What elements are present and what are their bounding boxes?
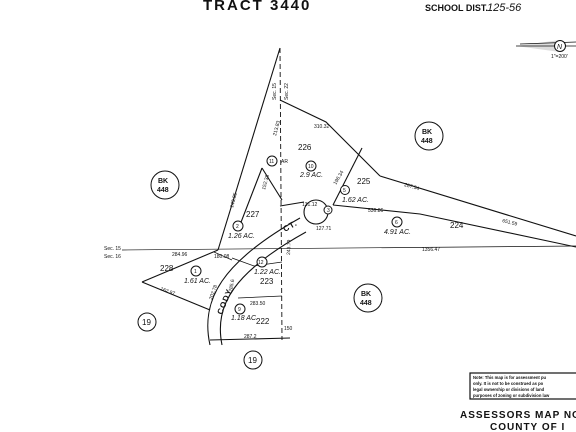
svg-text:5: 5 bbox=[343, 188, 346, 194]
svg-text:legal ownership or divisions o: legal ownership or divisions of land bbox=[473, 387, 545, 392]
parcel-223: 12 1.22 AC. 223 bbox=[254, 256, 281, 286]
svg-text:1.61 AC.: 1.61 AC. bbox=[184, 278, 211, 285]
svg-text:223: 223 bbox=[260, 277, 274, 286]
road-type: CT. bbox=[282, 218, 299, 233]
svg-text:283.50: 283.50 bbox=[250, 301, 266, 307]
north-arrow-icon: N 1"=200' bbox=[516, 40, 576, 60]
svg-text:180.08: 180.08 bbox=[214, 254, 230, 260]
book-ref-left: BK 448 bbox=[150, 170, 180, 200]
svg-text:162.97: 162.97 bbox=[159, 286, 176, 297]
map-scale: 1"=200' bbox=[551, 54, 568, 60]
book-number: 448 bbox=[157, 187, 169, 194]
svg-text:224: 224 bbox=[450, 221, 464, 230]
svg-text:2: 2 bbox=[236, 224, 239, 230]
book-label: BK bbox=[422, 129, 432, 136]
parcel-boundaries bbox=[141, 47, 576, 341]
svg-text:287.54: 287.54 bbox=[403, 182, 420, 192]
parcel-227: 227 2 1.26 AC. bbox=[228, 210, 260, 240]
dimension-labels: 310.32 287.54 536.86 651.59 284.96 1356.… bbox=[159, 120, 518, 340]
svg-text:2.9 AC.: 2.9 AC. bbox=[299, 172, 323, 179]
svg-text:143.85: 143.85 bbox=[229, 192, 239, 209]
svg-text:287.2: 287.2 bbox=[244, 334, 257, 340]
school-district-value: 125-56 bbox=[487, 2, 522, 14]
svg-text:1.18 AC.: 1.18 AC. bbox=[231, 315, 258, 322]
svg-text:10: 10 bbox=[308, 164, 314, 170]
svg-text:Sec. 15: Sec. 15 bbox=[272, 83, 278, 100]
svg-text:Sec. 16: Sec. 16 bbox=[104, 254, 121, 260]
svg-text:12: 12 bbox=[258, 260, 264, 266]
book-label: BK bbox=[158, 178, 168, 185]
parcel-228: 228 1 1.61 AC. bbox=[160, 264, 211, 285]
section-labels: Sec. 15 Sec. 22 Sec. 15 Sec. 16 bbox=[104, 83, 290, 260]
svg-text:Sec. 22: Sec. 22 bbox=[284, 83, 290, 100]
book-ref-top-right: BK 448 bbox=[414, 121, 444, 151]
section-line-horizontal bbox=[121, 245, 576, 251]
svg-text:131.12: 131.12 bbox=[302, 202, 318, 208]
north-symbol: N bbox=[557, 44, 563, 51]
book-number: 448 bbox=[360, 300, 372, 307]
svg-text:19: 19 bbox=[248, 356, 257, 365]
lot-11: 11 AR bbox=[266, 155, 288, 167]
footer-county: COUNTY OF I bbox=[490, 422, 565, 432]
parcel-226: 226 10 2.9 AC. bbox=[298, 143, 323, 179]
school-district-label: SCHOOL DIST. bbox=[425, 3, 488, 13]
svg-text:285.6: 285.6 bbox=[228, 279, 236, 293]
svg-text:226: 226 bbox=[298, 143, 312, 152]
parcel-224: 224 6 4.91 AC. bbox=[384, 216, 464, 236]
svg-text:9: 9 bbox=[238, 307, 241, 313]
footer-map-number: ASSESSORS MAP NO bbox=[460, 410, 576, 421]
neighbor-19-bottom: 19 bbox=[243, 350, 263, 370]
svg-text:1.26 AC.: 1.26 AC. bbox=[228, 233, 255, 240]
parcel-222: 9 1.18 AC. 222 bbox=[231, 303, 270, 326]
svg-text:243.79: 243.79 bbox=[286, 239, 293, 255]
svg-text:only. It is not to be construe: only. It is not to be construed as po bbox=[473, 381, 544, 386]
svg-text:150: 150 bbox=[284, 326, 293, 332]
svg-text:228: 228 bbox=[160, 264, 174, 273]
book-label: BK bbox=[361, 291, 371, 298]
svg-text:127.71: 127.71 bbox=[316, 226, 332, 232]
svg-text:11: 11 bbox=[269, 159, 274, 165]
svg-text:3: 3 bbox=[327, 208, 330, 214]
svg-text:purposes of zoning or subdivis: purposes of zoning or subdivision law bbox=[473, 393, 550, 398]
svg-text:651.59: 651.59 bbox=[502, 218, 519, 228]
section-line-vertical bbox=[279, 47, 283, 341]
svg-text:Sec. 15: Sec. 15 bbox=[104, 246, 121, 252]
assessment-note: Note: This map is for assessment pu only… bbox=[469, 372, 576, 400]
svg-text:202.78: 202.78 bbox=[208, 284, 219, 301]
svg-text:1: 1 bbox=[194, 269, 197, 275]
svg-text:152.38: 152.38 bbox=[261, 174, 271, 191]
tract-title: TRACT 3440 bbox=[203, 0, 311, 14]
book-ref-bottom-right: BK 448 bbox=[353, 283, 383, 313]
parcel-225: 225 5 1.62 AC. bbox=[340, 177, 371, 204]
lot-3: 3 bbox=[323, 205, 333, 215]
book-number: 448 bbox=[421, 138, 433, 145]
svg-text:AR: AR bbox=[281, 159, 288, 165]
svg-text:225: 225 bbox=[357, 177, 371, 186]
svg-text:Note: This map is for assessme: Note: This map is for assessment pu bbox=[473, 375, 547, 380]
svg-text:6: 6 bbox=[395, 220, 398, 226]
svg-text:213.83: 213.83 bbox=[272, 120, 282, 137]
svg-text:284.96: 284.96 bbox=[172, 252, 188, 258]
svg-text:1356.47: 1356.47 bbox=[422, 247, 440, 253]
svg-text:4.91 AC.: 4.91 AC. bbox=[384, 229, 411, 236]
svg-text:222: 222 bbox=[256, 317, 270, 326]
svg-text:536.86: 536.86 bbox=[368, 208, 384, 214]
svg-text:19: 19 bbox=[142, 318, 151, 327]
neighbor-19-left: 19 bbox=[137, 312, 157, 332]
svg-text:1.62 AC.: 1.62 AC. bbox=[342, 197, 369, 204]
svg-text:1.22 AC.: 1.22 AC. bbox=[254, 269, 281, 276]
svg-text:310.32: 310.32 bbox=[314, 124, 330, 130]
svg-text:227: 227 bbox=[246, 210, 260, 219]
